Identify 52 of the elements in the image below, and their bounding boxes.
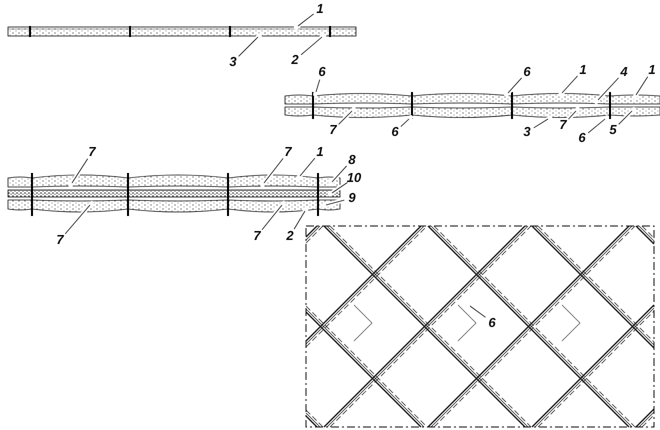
leader-line	[262, 204, 282, 230]
callout-number: 4	[620, 65, 628, 79]
leader-line	[508, 78, 522, 94]
leader-line	[294, 210, 306, 230]
leader-line	[300, 158, 316, 176]
flat-panel-drawing	[8, 26, 356, 37]
callout-number: 6	[318, 65, 326, 79]
leader-line	[533, 118, 548, 128]
leader-line	[64, 204, 90, 234]
leader-line	[470, 306, 486, 318]
leader-line	[588, 118, 606, 134]
callout-number: 7	[253, 229, 261, 243]
leader-line	[568, 110, 576, 120]
leader-line	[238, 36, 258, 57]
callout-number: 10	[346, 171, 362, 185]
leader-line	[338, 110, 352, 125]
callout-number: 8	[348, 153, 356, 167]
callout-number: 6	[523, 65, 531, 79]
leader-line	[300, 36, 322, 56]
callout-number: 6	[488, 315, 496, 330]
leader-line	[618, 110, 632, 125]
callout-number: 1	[648, 63, 656, 77]
callout-number: 5	[609, 123, 617, 137]
leader-line	[72, 158, 88, 184]
callout-number: 7	[284, 145, 292, 159]
callout-number: 7	[559, 118, 567, 132]
leader-line	[332, 166, 348, 182]
callout-number: 9	[348, 191, 356, 205]
callout-number: 1	[316, 145, 324, 159]
leader-line	[298, 14, 314, 26]
callout-number: 1	[579, 63, 587, 77]
leader-line	[326, 200, 345, 206]
callout-number: 1	[316, 2, 324, 16]
leader-line	[332, 182, 348, 194]
leader-line	[636, 76, 648, 96]
callout-number: 2	[286, 229, 294, 243]
leader-line	[598, 77, 619, 100]
leader-line	[400, 118, 410, 127]
three-layer-panel-drawing	[8, 173, 340, 216]
two-layer-panel-drawing	[284, 92, 660, 119]
plan-view-drawing	[306, 226, 654, 428]
leader-line	[264, 158, 284, 184]
callout-number: 3	[229, 55, 237, 69]
leader-line	[316, 79, 320, 92]
callout-number: 3	[523, 125, 531, 139]
callout-number: 2	[291, 53, 299, 67]
callout-number: 7	[56, 233, 64, 247]
callout-number: 7	[88, 145, 96, 159]
callout-number: 6	[578, 131, 586, 145]
callout-number: 6	[391, 125, 399, 139]
callout-number: 7	[329, 123, 337, 137]
leader-line	[562, 76, 578, 94]
